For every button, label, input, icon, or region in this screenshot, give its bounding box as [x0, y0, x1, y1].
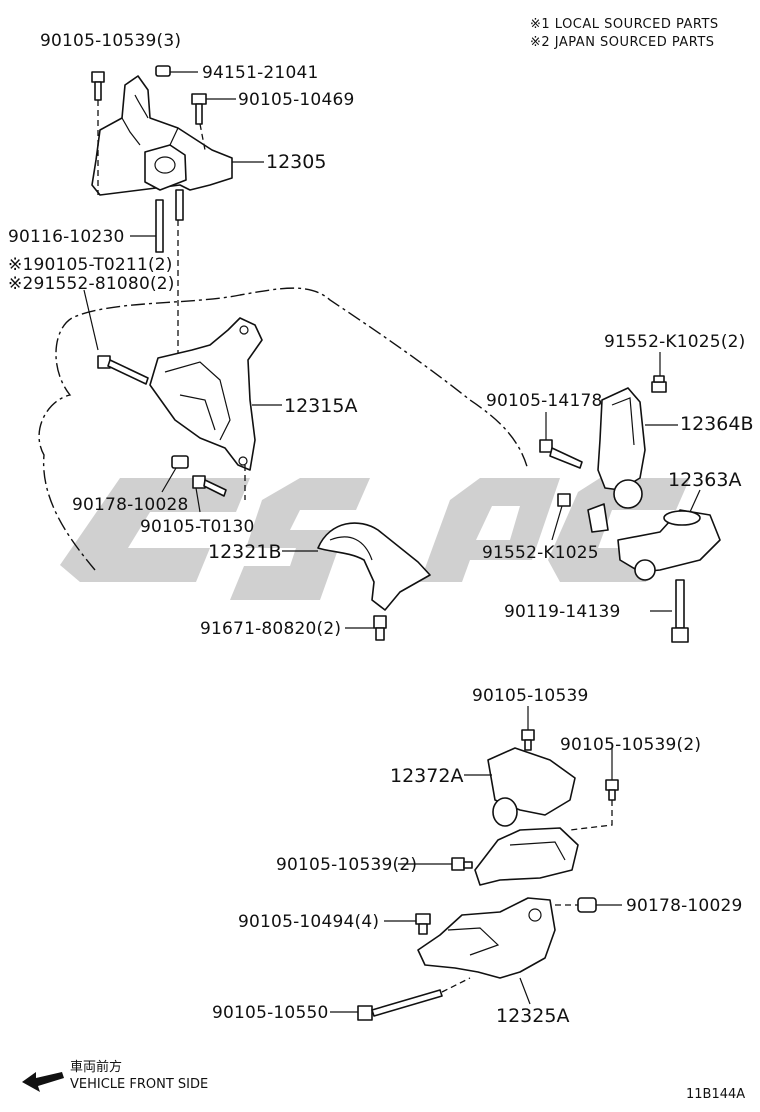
label-90105-T0211: ※190105-T0211(2) — [8, 255, 173, 275]
bolt-90105-10494 — [415, 913, 431, 935]
bolt-90105-10539-2b — [451, 857, 473, 871]
label-90116-10230: 90116-10230 — [8, 227, 125, 247]
label-90178-10029: 90178-10029 — [626, 896, 743, 916]
label-91552-K1025: 91552-K1025 — [482, 543, 599, 563]
stopper-12321B — [317, 522, 431, 611]
mount-12363A — [617, 509, 721, 581]
bracket-12325A — [417, 897, 556, 979]
label-12325A: 12325A — [496, 1005, 569, 1027]
bracket-12364B — [587, 387, 646, 533]
label-12305: 12305 — [266, 151, 326, 173]
label-91671-80820: 91671-80820(2) — [200, 619, 341, 639]
bolt-91552-K1025-2 — [651, 375, 667, 393]
bolt-90105-10539-a — [521, 729, 535, 751]
label-12315A: 12315A — [284, 395, 357, 417]
leader-lines — [83, 71, 701, 1013]
front-side-jp: 車両前方 — [70, 1059, 122, 1075]
arrow-left-icon — [22, 1072, 64, 1092]
bolt-90105-10550 — [357, 989, 443, 1021]
front-side-en: VEHICLE FRONT SIDE — [70, 1077, 208, 1092]
bolt-91552-K1025 — [557, 493, 571, 507]
bolt-90105-T0211 — [97, 355, 149, 385]
bolt-90119-14139 — [671, 579, 689, 643]
label-90105-10539: 90105-10539 — [472, 686, 589, 706]
bracket-12315A — [149, 317, 263, 471]
engine-outline — [38, 287, 529, 571]
stud-90116-10230 — [155, 189, 184, 253]
note-japan: ※2 JAPAN SOURCED PARTS — [530, 35, 715, 50]
label-91552-81080: ※291552-81080(2) — [8, 274, 175, 294]
label-90178-10028: 90178-10028 — [72, 495, 189, 515]
label-90105-10494: 90105-10494(4) — [238, 912, 379, 932]
bracket-12372A — [474, 747, 579, 886]
label-12363A: 12363A — [668, 469, 741, 491]
label-90105-14178: 90105-14178 — [486, 391, 603, 411]
bolt-91671-80820 — [373, 615, 387, 641]
label-12321B: 12321B — [208, 541, 281, 563]
nut-94151-21041 — [155, 65, 171, 77]
label-90105-10550: 90105-10550 — [212, 1003, 329, 1023]
bolt-90105-10539-top — [91, 71, 105, 101]
bolt-90105-10539-2a — [605, 779, 619, 801]
nut-90178-10028 — [171, 455, 189, 469]
label-91552-K1025-2: 91552-K1025(2) — [604, 332, 746, 352]
label-12364B: 12364B — [680, 413, 753, 435]
label-90105-T0130: 90105-T0130 — [140, 517, 255, 537]
nut-90178-10029 — [577, 897, 597, 913]
bolt-90105-T0130 — [192, 475, 227, 497]
note-local: ※1 LOCAL SOURCED PARTS — [530, 17, 719, 32]
mount-12305 — [91, 75, 233, 196]
bolt-90105-14178 — [539, 439, 583, 469]
label-12372A: 12372A — [390, 765, 463, 787]
label-90119-14139: 90119-14139 — [504, 602, 621, 622]
label-90105-10539-2a: 90105-10539(2) — [560, 735, 701, 755]
label-90105-10539-2b: 90105-10539(2) — [276, 855, 417, 875]
label-94151-21041: 94151-21041 — [202, 63, 319, 83]
bolt-90105-10469 — [191, 93, 207, 125]
diagram-code: 11B144A — [686, 1087, 745, 1102]
label-90105-10469: 90105-10469 — [238, 90, 355, 110]
label-90105-10539-3: 90105-10539(3) — [40, 31, 181, 51]
